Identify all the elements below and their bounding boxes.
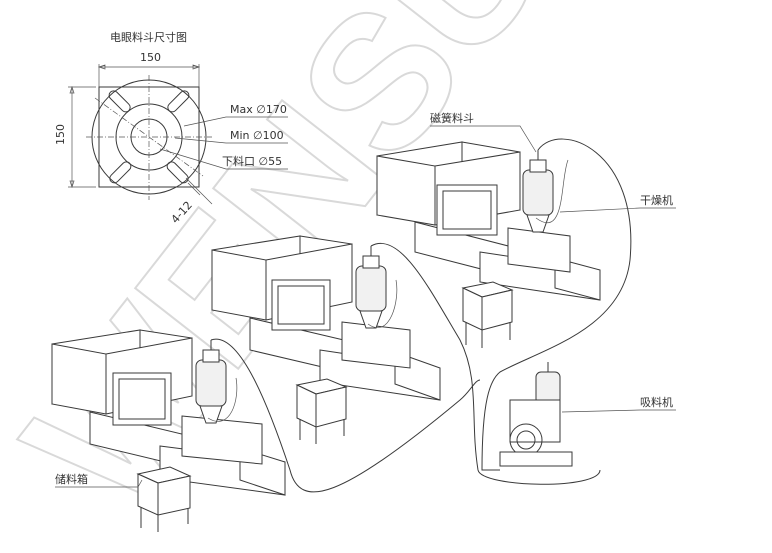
callout-loader: 吸料机	[561, 395, 676, 413]
height-dimension: 150	[54, 124, 67, 145]
dimension-drawing-title: 电眼料斗尺寸图	[110, 30, 187, 44]
width-dimension: 150	[140, 51, 161, 64]
max-diameter-label: Max ∅170	[230, 103, 287, 116]
loader-label: 吸料机	[640, 395, 673, 409]
storage-bin-3	[461, 281, 514, 348]
magnetic-hopper-1	[195, 340, 227, 424]
molding-machine-3	[376, 141, 601, 348]
storage-bin-2	[295, 378, 348, 444]
conveying-pipes	[207, 138, 632, 493]
outlet-diameter-label: 下料口 ∅55	[222, 154, 282, 168]
hopper-dimension-drawing: 电眼料斗尺寸图 150 150 4-12	[54, 30, 288, 226]
storage-bin-1	[136, 466, 192, 532]
molding-machine-1	[51, 329, 286, 532]
magnetic-hopper-label: 磁簧料斗	[430, 111, 474, 125]
vacuum-loader	[499, 362, 573, 467]
storage-bin-label: 储料箱	[55, 472, 88, 486]
magnetic-hopper-3	[522, 150, 554, 233]
dryer-label: 干燥机	[640, 193, 673, 207]
callout-storage-bin: 储料箱	[55, 472, 143, 488]
callout-magnetic-hopper: 磁簧料斗	[430, 111, 537, 153]
callout-dryer: 干燥机	[559, 193, 676, 213]
magnetic-hopper-2	[355, 246, 387, 329]
min-diameter-label: Min ∅100	[230, 129, 284, 142]
molding-machine-2	[211, 235, 441, 444]
